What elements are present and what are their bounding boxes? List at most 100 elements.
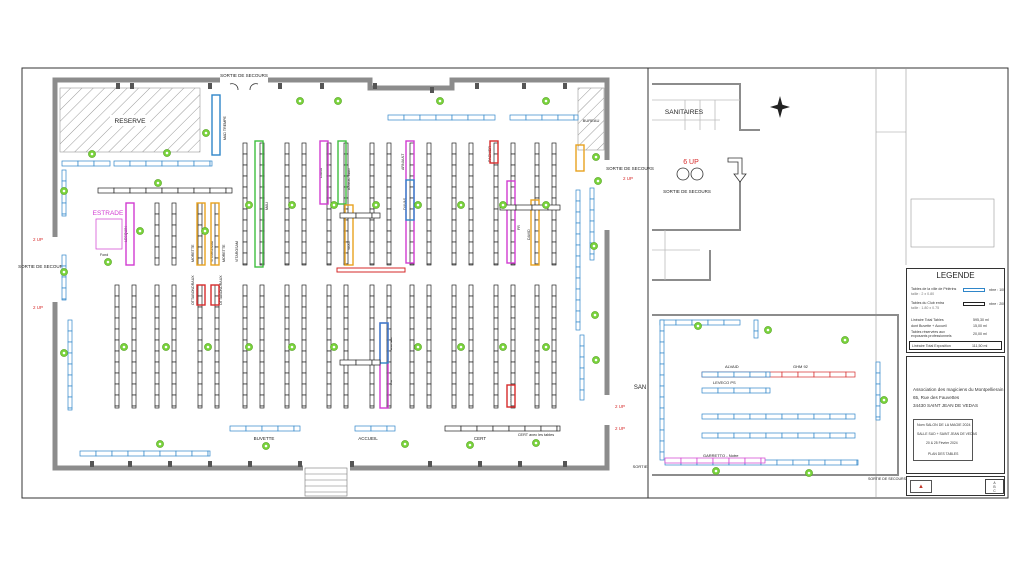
table [369, 284, 375, 297]
table [468, 405, 474, 409]
table [426, 306, 432, 319]
table [707, 319, 725, 326]
table [551, 230, 557, 243]
table [589, 253, 595, 261]
stand-marker-dot [459, 345, 463, 349]
table [301, 219, 307, 232]
table [301, 186, 307, 199]
stand-otta-a [196, 284, 206, 306]
pillar [373, 83, 377, 89]
table [426, 241, 432, 254]
table [242, 284, 248, 297]
table [468, 186, 474, 199]
table [510, 284, 516, 297]
stand-center-red [336, 267, 406, 273]
table [551, 263, 557, 266]
stand-marker-dot [203, 229, 207, 233]
table [284, 197, 290, 210]
table [493, 219, 499, 232]
table [326, 339, 332, 352]
table [426, 383, 432, 396]
table [575, 244, 581, 257]
table [701, 413, 719, 420]
table [451, 197, 457, 210]
table [451, 252, 457, 265]
legend-total-0-value: 595,30 ml [973, 318, 989, 322]
exhibitor-arnault: ARNAULT [401, 153, 405, 170]
table [451, 394, 457, 407]
table [659, 451, 665, 461]
stand-marker-dot [544, 345, 548, 349]
table [284, 328, 290, 341]
exhibitor-mad-trempe: MAD TREMPE [223, 116, 227, 140]
table [659, 429, 665, 442]
exit-left-label: SORTIE DE SECOURS [18, 264, 66, 269]
table [575, 233, 581, 246]
stand-mau [254, 140, 264, 268]
north-arrow-icon [770, 96, 790, 118]
table [171, 257, 177, 266]
table [171, 213, 177, 226]
table [409, 284, 415, 297]
table [369, 394, 375, 407]
lower-right-up-b: 2 UP [615, 426, 625, 431]
exhibitor-alvaid: ALVAID [725, 364, 739, 369]
table [575, 277, 581, 290]
table [301, 361, 307, 374]
stand-marker-dot [90, 152, 94, 156]
stand-david [530, 199, 540, 266]
table [229, 425, 247, 432]
table [154, 328, 160, 341]
pillar [350, 461, 354, 467]
table [154, 202, 160, 215]
annex-exit-door-icon [676, 167, 704, 181]
table [386, 175, 392, 188]
table [829, 432, 847, 439]
table [575, 321, 581, 331]
table [214, 306, 220, 319]
table [369, 164, 375, 177]
table [301, 142, 307, 155]
exhibitor-a4: VITAROSAM [235, 241, 239, 262]
table [534, 175, 540, 188]
stand-marker-dot [332, 203, 336, 207]
table [242, 164, 248, 177]
table [259, 306, 265, 319]
table [214, 383, 220, 396]
table [409, 295, 415, 308]
table [111, 450, 129, 457]
table [510, 295, 516, 308]
table [733, 387, 751, 394]
table [171, 284, 177, 297]
table [551, 328, 557, 341]
stand-marker-dot [766, 328, 770, 332]
table [845, 432, 856, 439]
table [797, 432, 815, 439]
table [354, 425, 372, 432]
stand-marker-dot [165, 151, 169, 155]
table [355, 359, 373, 366]
table [451, 208, 457, 221]
annex-photo-box [910, 198, 995, 248]
table [509, 114, 527, 121]
stand-marker-dot [62, 351, 66, 355]
table [209, 187, 227, 194]
table [760, 457, 766, 464]
table [386, 306, 392, 319]
table [551, 284, 557, 297]
table [426, 339, 432, 352]
table [451, 219, 457, 232]
table [659, 396, 665, 409]
table [467, 114, 485, 121]
table [493, 372, 499, 385]
pillar [428, 461, 432, 467]
table [301, 295, 307, 308]
table [875, 416, 881, 421]
table [259, 295, 265, 308]
exhibitor-fond: Fond [100, 253, 108, 257]
table [284, 317, 290, 330]
pillar [168, 461, 172, 467]
pillar [522, 83, 526, 89]
table [451, 383, 457, 396]
annex-walls [652, 83, 899, 476]
